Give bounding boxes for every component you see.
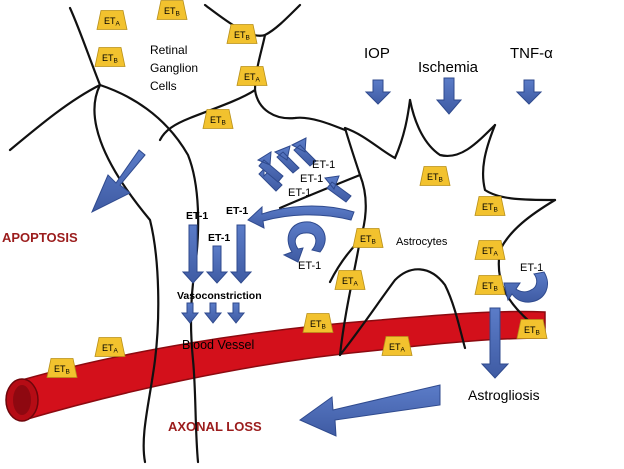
receptor-label: ETB xyxy=(54,364,70,376)
retinal-label-line3: Cells xyxy=(150,79,177,93)
astrocytes-label: Astrocytes xyxy=(396,236,448,248)
release-arrow-3 xyxy=(273,145,300,174)
receptor-eta-5: ETA xyxy=(236,66,268,86)
receptor-label: ETA xyxy=(244,72,261,84)
receptor-label: ETB xyxy=(482,281,498,293)
receptor-label: ETB xyxy=(360,234,376,246)
vaso-arrow-2 xyxy=(203,302,223,324)
receptor-etb-6: ETB xyxy=(202,109,234,129)
astrogliosis-arrow xyxy=(480,307,510,379)
receptor-label: ETA xyxy=(482,246,499,258)
vasoconstriction-label: Vasoconstriction xyxy=(177,290,262,302)
input-arrows xyxy=(364,77,543,115)
receptor-etb-2: ETB xyxy=(156,0,188,20)
receptor-etb-8: ETB xyxy=(474,196,506,216)
receptor-shape xyxy=(474,196,506,216)
receptor-shape xyxy=(474,240,506,260)
vaso-arrow-3 xyxy=(226,302,246,324)
ischemia-arrow xyxy=(435,77,463,115)
receptor-label: ETB xyxy=(164,6,180,18)
receptor-shape xyxy=(381,336,413,356)
receptor-shape xyxy=(474,275,506,295)
release-arrow-5 xyxy=(324,175,352,203)
retinal-label-line1: Retinal xyxy=(150,43,187,57)
receptor-shape xyxy=(419,166,451,186)
vasoconstriction-arrows xyxy=(180,224,253,324)
et1-down-arrow-3 xyxy=(229,224,253,284)
vessel-lumen-inner xyxy=(13,385,31,415)
axonal-loss-label: AXONAL LOSS xyxy=(168,419,262,434)
et1-label-release-2: ET-1 xyxy=(300,173,323,185)
receptor-label: ETB xyxy=(310,319,326,331)
et1-down-arrow-2 xyxy=(205,245,229,284)
autocrine-arrow-left xyxy=(282,221,326,263)
apoptosis-arrow xyxy=(90,149,146,214)
receptor-shape xyxy=(156,0,188,20)
receptor-etb-3: ETB xyxy=(94,47,126,67)
et1-label-right: ET-1 xyxy=(226,205,248,217)
et1-label-autocrine-right: ET-1 xyxy=(520,262,543,274)
receptors: ETA ETB ETB ETB ETA ETB ETB ETB ETB ETA ETB ETA ETB E… xyxy=(46,0,548,378)
astrogliosis-label: Astrogliosis xyxy=(468,387,540,403)
astrocyte-to-vessel-arrow xyxy=(247,205,355,229)
receptor-label: ETB xyxy=(210,115,226,127)
apoptosis-label: APOPTOSIS xyxy=(2,230,78,245)
retinal-label-line2: Ganglion xyxy=(150,61,198,75)
receptor-etb-11: ETB xyxy=(474,275,506,295)
receptor-shape xyxy=(94,47,126,67)
receptor-etb-14: ETB xyxy=(516,319,548,339)
iop-label: IOP xyxy=(364,45,390,62)
et1-label-left: ET-1 xyxy=(186,210,208,222)
receptor-label: ETB xyxy=(234,30,250,42)
receptor-eta-16: ETA xyxy=(94,337,126,357)
receptor-label: ETA xyxy=(104,16,121,28)
receptor-shape xyxy=(236,66,268,86)
et1-label-middle: ET-1 xyxy=(208,232,230,244)
et1-down-arrow-1 xyxy=(181,224,205,284)
receptor-shape xyxy=(202,109,234,129)
receptor-label: ETB xyxy=(102,53,118,65)
receptor-etb-9: ETB xyxy=(352,228,384,248)
receptor-label: ETB xyxy=(427,172,443,184)
receptor-label: ETA xyxy=(102,343,119,355)
blood-vessel-label: Blood Vessel xyxy=(182,338,254,352)
receptor-shape xyxy=(94,337,126,357)
release-arrow-4 xyxy=(290,137,317,167)
receptor-shape xyxy=(46,358,78,378)
autocrine-arrow-right xyxy=(503,271,548,303)
vaso-arrow-1 xyxy=(180,302,200,324)
receptor-shape xyxy=(516,319,548,339)
receptor-shape xyxy=(302,313,334,333)
receptor-eta-1: ETA xyxy=(96,10,128,30)
tnf-arrow xyxy=(515,79,543,105)
et1-label-autocrine-left: ET-1 xyxy=(298,260,321,272)
receptor-eta-10: ETA xyxy=(474,240,506,260)
et1-label-release-3: ET-1 xyxy=(288,187,311,199)
receptor-eta-12: ETA xyxy=(334,270,366,290)
receptor-shape xyxy=(226,24,258,44)
receptor-etb-17: ETB xyxy=(46,358,78,378)
receptor-label: ETB xyxy=(524,325,540,337)
et1-label-release-1: ET-1 xyxy=(312,159,335,171)
receptor-eta-15: ETA xyxy=(381,336,413,356)
receptor-shape xyxy=(352,228,384,248)
receptor-label: ETA xyxy=(389,342,406,354)
axonal-loss-arrow xyxy=(299,384,441,437)
ischemia-label: Ischemia xyxy=(418,59,479,76)
blood-vessel xyxy=(5,310,546,422)
release-arrow-2 xyxy=(256,151,284,183)
receptor-label: ETB xyxy=(482,202,498,214)
receptor-label: ETA xyxy=(342,276,359,288)
receptor-etb-7: ETB xyxy=(419,166,451,186)
receptor-shape xyxy=(334,270,366,290)
receptor-etb-13: ETB xyxy=(302,313,334,333)
et1-release-arrows xyxy=(256,137,352,203)
receptor-etb-4: ETB xyxy=(226,24,258,44)
receptor-shape xyxy=(96,10,128,30)
iop-arrow xyxy=(364,79,392,105)
tnf-label: TNF-α xyxy=(510,45,553,62)
